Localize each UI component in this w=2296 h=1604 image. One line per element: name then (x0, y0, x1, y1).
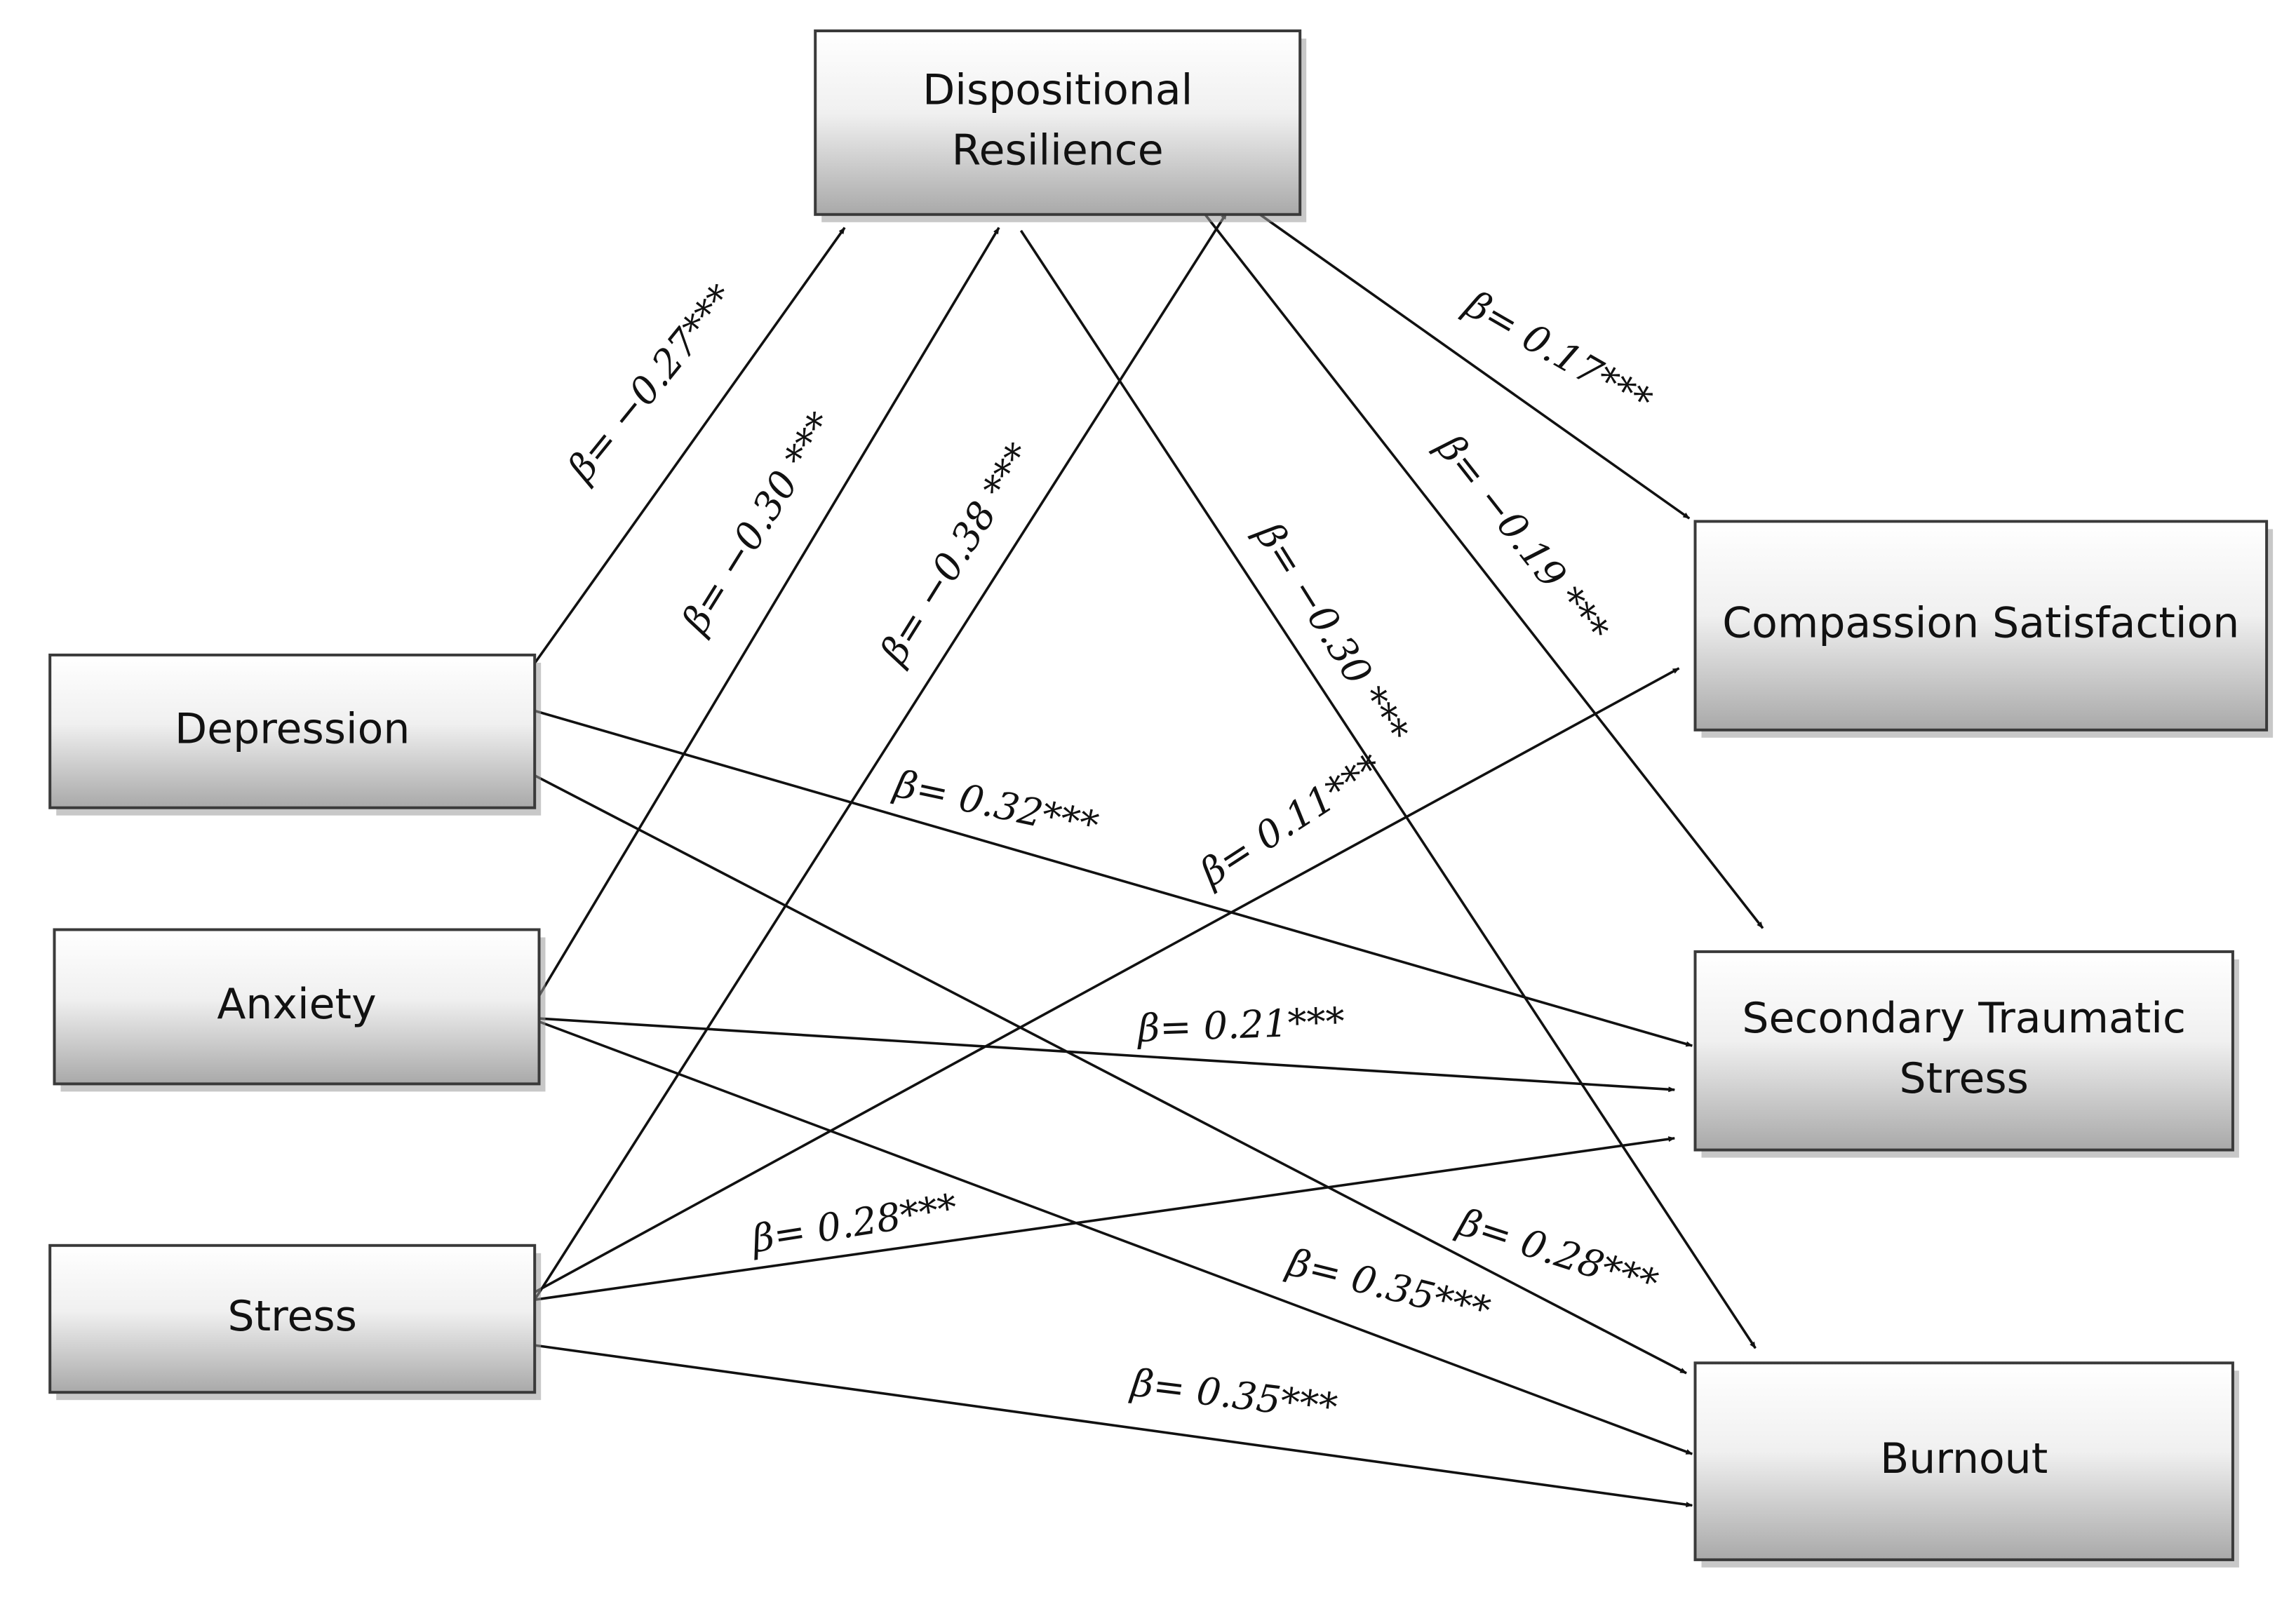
node-stress: Stress (48, 1244, 542, 1401)
node-box (1693, 950, 2234, 1152)
edge-label: β= 0.28*** (747, 1185, 960, 1262)
node-box (1693, 1361, 2234, 1561)
edge-label: β= −0.30 *** (1246, 513, 1417, 750)
edge-stress-to-dispositional-resilience (533, 212, 1228, 1301)
node-box (1693, 520, 2269, 732)
edge-dispositional-resilience-to-secondary-traumatic-stress (1200, 209, 1764, 929)
node-label: Burnout (1880, 1434, 2048, 1483)
edge-label: β= 0.32*** (889, 761, 1102, 847)
node-label: Anxiety (217, 980, 376, 1029)
node-label: Resilience (952, 126, 1164, 175)
edge-dispositional-resilience-to-compassion-satisfaction (1251, 207, 1691, 520)
node-box (814, 29, 1302, 216)
node-depression: Depression (48, 653, 542, 816)
node-anxiety: Anxiety (53, 928, 546, 1092)
node-label: Depression (175, 704, 410, 753)
edge-label: β= 0.11*** (1191, 745, 1390, 896)
edge-label: β= −0.27*** (558, 276, 744, 491)
node-label: Stress (227, 1292, 356, 1341)
edge-anxiety-to-secondary-traumatic-stress (528, 1016, 1675, 1093)
edge-label: β= 0.17*** (1457, 281, 1660, 424)
node-box (48, 1244, 537, 1394)
edge-label: β= 0.35*** (1282, 1240, 1494, 1333)
node-label: Compassion Satisfaction (1722, 599, 2239, 648)
node-label: Secondary Traumatic (1742, 994, 2186, 1043)
edge-anxiety-to-burnout (528, 1016, 1693, 1455)
node-label: Stress (1899, 1054, 2028, 1103)
edge-label: β= 0.21*** (1136, 999, 1345, 1051)
node-label: Dispositional (922, 65, 1193, 114)
edge-stress-to-secondary-traumatic-stress (534, 1136, 1675, 1301)
edge-depression-to-burnout (534, 774, 1687, 1375)
node-box (53, 928, 541, 1086)
edge-stress-to-compassion-satisfaction (528, 667, 1680, 1297)
edge-stress-to-burnout (534, 1344, 1693, 1508)
node-compassion-satisfaction: Compassion Satisfaction (1693, 520, 2274, 738)
edge-label: β= 0.35*** (1127, 1361, 1339, 1430)
node-burnout: Burnout (1693, 1361, 2239, 1568)
node-box (48, 653, 537, 809)
edge-depression-to-secondary-traumatic-stress (534, 709, 1693, 1047)
edge-depression-to-dispositional-resilience (532, 227, 846, 666)
edge-label: β= −0.30 *** (672, 405, 843, 642)
edge-dispositional-resilience-to-burnout (1019, 229, 1757, 1349)
edge-anxiety-to-dispositional-resilience (537, 227, 1000, 997)
edge-label: β= −0.19 *** (1428, 425, 1618, 651)
